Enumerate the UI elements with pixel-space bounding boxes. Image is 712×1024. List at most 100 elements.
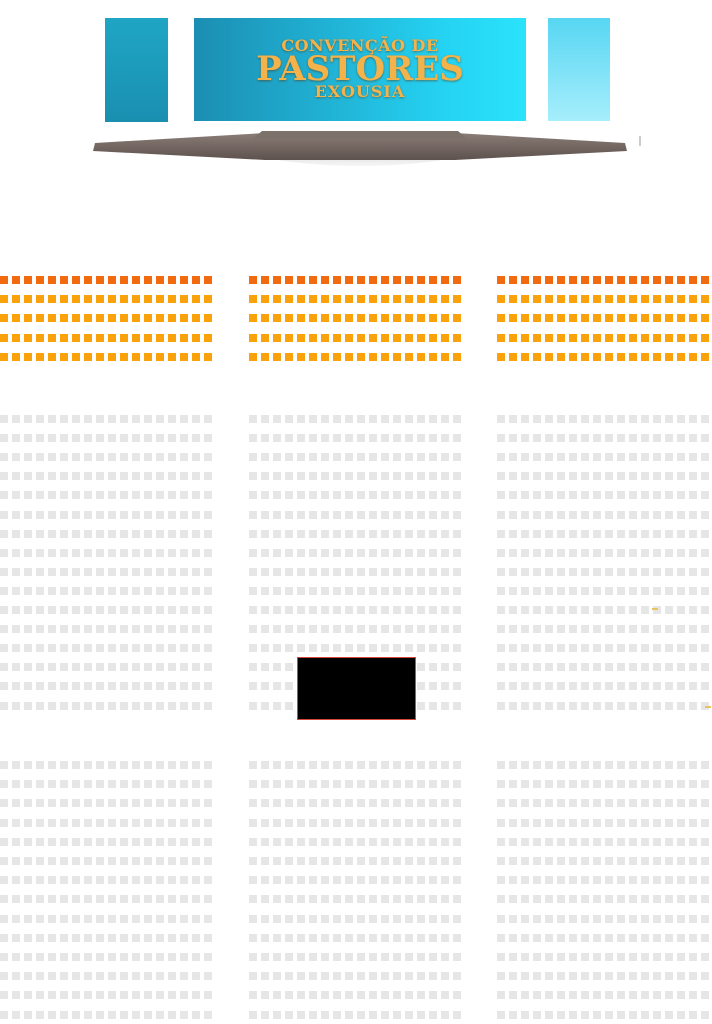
seat-right[interactable] (581, 1011, 589, 1019)
seat-center[interactable] (381, 295, 389, 303)
seat-center[interactable] (453, 549, 461, 557)
seat-center[interactable] (261, 702, 269, 710)
seat-right[interactable] (653, 895, 661, 903)
seat-left[interactable] (204, 934, 212, 942)
seat-center[interactable] (297, 991, 305, 999)
seat-left[interactable] (84, 587, 92, 595)
seat-center[interactable] (333, 1011, 341, 1019)
seat-right[interactable] (677, 587, 685, 595)
seat-center[interactable] (285, 491, 293, 499)
seat-center[interactable] (273, 682, 281, 690)
seat-center[interactable] (273, 606, 281, 614)
seat-left[interactable] (168, 587, 176, 595)
seat-right[interactable] (545, 799, 553, 807)
seat-left[interactable] (96, 511, 104, 519)
seat-left[interactable] (108, 780, 116, 788)
seat-right[interactable] (701, 819, 709, 827)
seat-right[interactable] (605, 568, 613, 576)
seat-right[interactable] (617, 780, 625, 788)
seat-center[interactable] (429, 972, 437, 980)
seat-center[interactable] (345, 644, 353, 652)
seat-right[interactable] (653, 511, 661, 519)
seat-left[interactable] (60, 819, 68, 827)
seat-right[interactable] (605, 530, 613, 538)
seat-left[interactable] (12, 953, 20, 961)
seat-left[interactable] (168, 606, 176, 614)
seat-center[interactable] (273, 549, 281, 557)
seat-left[interactable] (180, 314, 188, 322)
seat-left[interactable] (84, 530, 92, 538)
seat-right[interactable] (521, 549, 529, 557)
seat-left[interactable] (120, 491, 128, 499)
seat-left[interactable] (180, 415, 188, 423)
seat-left[interactable] (60, 530, 68, 538)
seat-right[interactable] (581, 876, 589, 884)
seat-left[interactable] (0, 472, 8, 480)
seat-center[interactable] (297, 415, 305, 423)
seat-center[interactable] (393, 314, 401, 322)
seat-center[interactable] (441, 568, 449, 576)
seat-left[interactable] (132, 625, 140, 633)
seat-left[interactable] (180, 453, 188, 461)
seat-left[interactable] (192, 625, 200, 633)
seat-right[interactable] (689, 353, 697, 361)
seat-right[interactable] (569, 857, 577, 865)
seat-center[interactable] (249, 606, 257, 614)
seat-right[interactable] (509, 434, 517, 442)
seat-center[interactable] (429, 276, 437, 284)
seat-right[interactable] (617, 625, 625, 633)
seat-center[interactable] (393, 876, 401, 884)
seat-center[interactable] (369, 895, 377, 903)
seat-left[interactable] (204, 568, 212, 576)
seat-right[interactable] (581, 934, 589, 942)
seat-left[interactable] (180, 353, 188, 361)
seat-left[interactable] (84, 799, 92, 807)
seat-left[interactable] (192, 876, 200, 884)
seat-left[interactable] (156, 587, 164, 595)
seat-left[interactable] (84, 819, 92, 827)
seat-right[interactable] (557, 587, 565, 595)
seat-left[interactable] (12, 876, 20, 884)
seat-right[interactable] (581, 625, 589, 633)
seat-right[interactable] (569, 953, 577, 961)
seat-right[interactable] (581, 568, 589, 576)
seat-left[interactable] (12, 491, 20, 499)
seat-center[interactable] (381, 895, 389, 903)
seat-left[interactable] (168, 511, 176, 519)
seat-right[interactable] (581, 780, 589, 788)
seat-left[interactable] (156, 295, 164, 303)
seat-right[interactable] (593, 587, 601, 595)
seat-center[interactable] (393, 972, 401, 980)
seat-center[interactable] (345, 491, 353, 499)
seat-center[interactable] (333, 472, 341, 480)
seat-left[interactable] (156, 511, 164, 519)
seat-left[interactable] (72, 663, 80, 671)
seat-left[interactable] (24, 876, 32, 884)
seat-left[interactable] (156, 895, 164, 903)
seat-right[interactable] (605, 549, 613, 557)
seat-right[interactable] (569, 761, 577, 769)
seat-right[interactable] (653, 353, 661, 361)
seat-center[interactable] (261, 934, 269, 942)
seat-center[interactable] (261, 511, 269, 519)
seat-center[interactable] (381, 511, 389, 519)
seat-center[interactable] (333, 876, 341, 884)
seat-left[interactable] (144, 295, 152, 303)
seat-left[interactable] (120, 568, 128, 576)
seat-center[interactable] (453, 314, 461, 322)
seat-center[interactable] (417, 991, 425, 999)
seat-left[interactable] (36, 799, 44, 807)
seat-left[interactable] (84, 295, 92, 303)
seat-left[interactable] (72, 953, 80, 961)
seat-left[interactable] (132, 491, 140, 499)
seat-center[interactable] (285, 434, 293, 442)
seat-right[interactable] (629, 606, 637, 614)
seat-right[interactable] (533, 472, 541, 480)
seat-center[interactable] (417, 644, 425, 652)
seat-left[interactable] (132, 934, 140, 942)
seat-left[interactable] (12, 453, 20, 461)
seat-right[interactable] (509, 334, 517, 342)
seat-left[interactable] (96, 625, 104, 633)
seat-center[interactable] (273, 453, 281, 461)
seat-center[interactable] (333, 434, 341, 442)
